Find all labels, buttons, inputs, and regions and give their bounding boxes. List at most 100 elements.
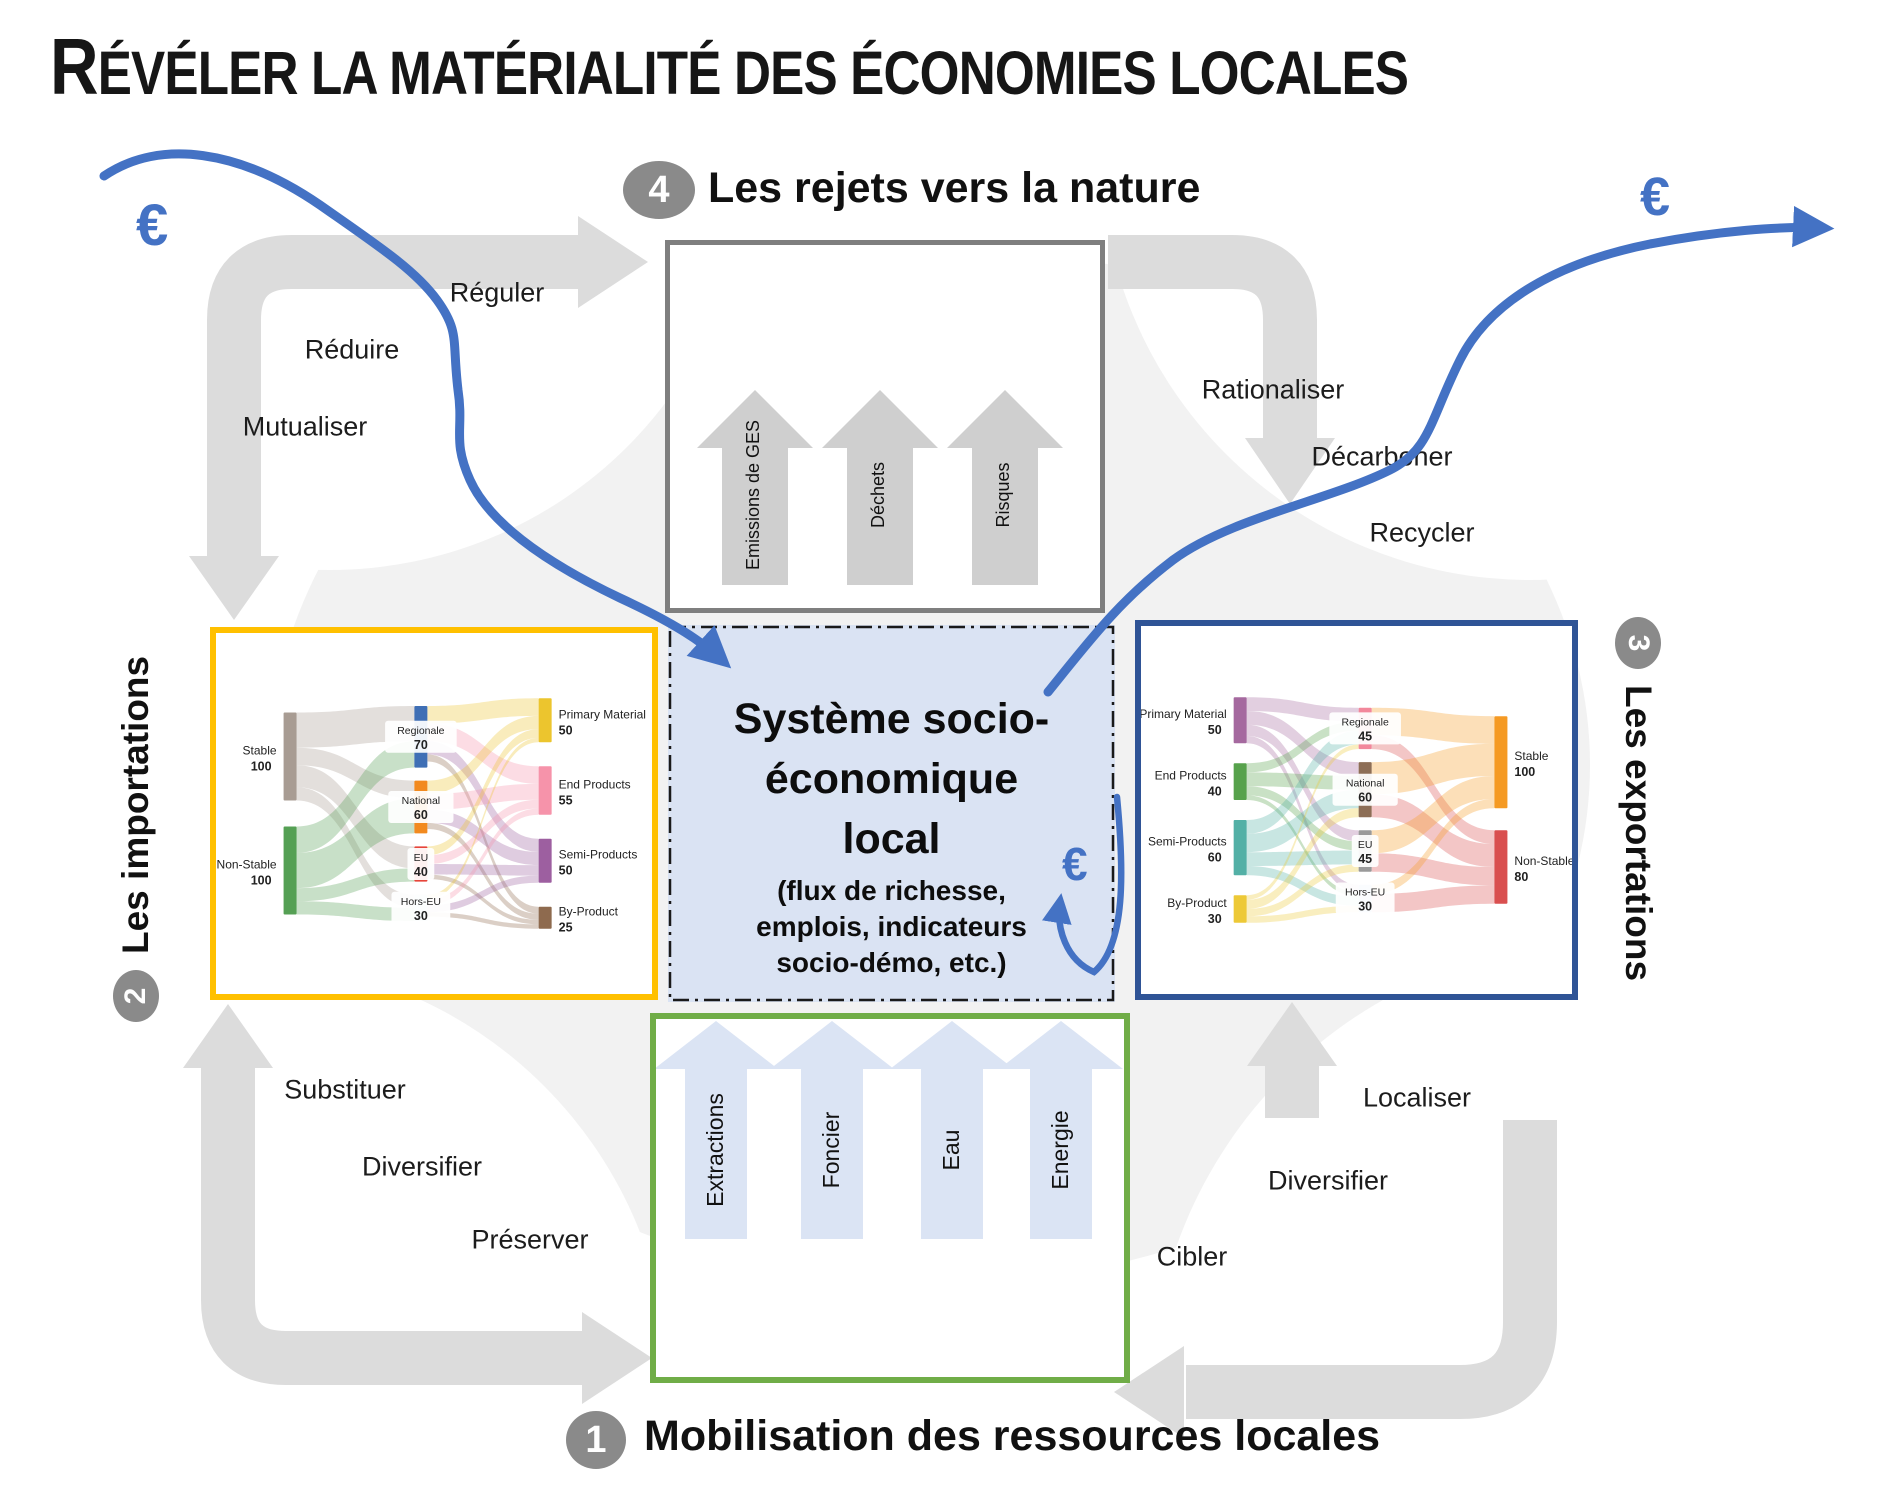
badge-4-number: 4 <box>648 168 670 211</box>
action-substituer: Substituer <box>284 1074 406 1105</box>
sankey-flow-pm-horseu <box>1246 735 1359 893</box>
sankey-node-exportations-nonstable <box>1494 830 1508 904</box>
svg-text:By-Product: By-Product <box>559 905 619 919</box>
svg-text:Primary Material: Primary Material <box>1141 707 1227 721</box>
sankey-flow-nonstable-regionale <box>296 741 415 853</box>
centre-subtitle-line-1: (flux de richesse, <box>777 875 1006 906</box>
svg-text:50: 50 <box>559 723 573 737</box>
svg-text:50: 50 <box>559 864 573 878</box>
centre-title-line-3: local <box>842 815 941 863</box>
badge-3-number: 3 <box>1622 634 1655 652</box>
sankey-flow-pm-national <box>1246 711 1359 776</box>
sankey-flow-eu-bp <box>427 874 539 925</box>
sankey-flow-stable-eu <box>296 765 415 869</box>
svg-text:25: 25 <box>559 921 573 935</box>
svg-text:National: National <box>402 795 441 807</box>
centre-title: Système socio- économique local <box>668 689 1115 869</box>
band-arrowhead-into-exports-bottom <box>1247 1002 1337 1066</box>
svg-text:Regionale: Regionale <box>397 725 444 737</box>
svg-text:By-Product: By-Product <box>1167 896 1227 910</box>
sankey-node-exportations-ep <box>1233 763 1247 800</box>
sankey-node-importations-sp <box>538 838 552 883</box>
action-mutualiser: Mutualiser <box>242 411 368 442</box>
svg-text:Non-Stable: Non-Stable <box>1514 854 1572 868</box>
sankey-flow-bp-regionale <box>1246 744 1359 900</box>
sankey-node-importations-bp <box>538 906 552 929</box>
svg-text:70: 70 <box>414 738 428 752</box>
centre-subtitle: (flux de richesse, emplois, indicateurs … <box>668 873 1115 981</box>
ressources-box: Extractions Foncier Eau Energie <box>650 1013 1130 1383</box>
mobilisation-header: Mobilisation des ressources locales <box>644 1412 1381 1460</box>
svg-text:40: 40 <box>414 865 428 879</box>
page-title: RÉVÉLER LA MATÉRIALITÉ DES ÉCONOMIES LOC… <box>50 24 1409 116</box>
svg-text:Primary Material: Primary Material <box>559 707 646 721</box>
importations-side-label: 2 Les importations <box>106 552 166 1022</box>
svg-text:80: 80 <box>1514 870 1528 884</box>
sankey-flow-sp-regionale <box>1246 730 1359 834</box>
resource-arrow-label-foncier: Foncier <box>818 1111 844 1189</box>
svg-text:60: 60 <box>414 808 428 822</box>
exportations-side-label: 3 Les exportations <box>1607 617 1669 1097</box>
sankey-flow-sp-horseu <box>1246 866 1359 906</box>
svg-text:40: 40 <box>1208 785 1222 799</box>
band-arrowhead-into-imports-top <box>189 556 279 620</box>
centre-title-line-2: économique <box>764 755 1019 803</box>
svg-text:30: 30 <box>1208 912 1222 926</box>
rejets-arrows-graphic <box>697 390 1063 585</box>
sankey-flow-regionale-stable <box>1371 707 1495 744</box>
svg-text:100: 100 <box>251 760 272 774</box>
svg-text:Stable: Stable <box>1514 749 1548 763</box>
centre-subtitle-line-2: emplois, indicateurs <box>756 911 1027 942</box>
action-rationaliser: Rationaliser <box>1201 374 1345 405</box>
systeme-socio-economique-box: Système socio- économique local (flux de… <box>668 625 1115 1002</box>
sankey-flow-eu-pm <box>427 729 539 856</box>
svg-text:EU: EU <box>1358 839 1373 851</box>
svg-text:60: 60 <box>1358 791 1372 805</box>
svg-text:100: 100 <box>251 874 272 888</box>
centre-title-line-1: Système socio- <box>733 695 1050 743</box>
sankey-node-importations-nonstable <box>283 826 297 915</box>
sankey-flow-national-ep <box>427 783 539 810</box>
svg-text:National: National <box>1346 778 1385 790</box>
svg-text:100: 100 <box>1514 765 1535 779</box>
flow-band-bottom-left <box>201 1052 584 1385</box>
importations-label: Les importations <box>115 655 156 954</box>
badge-1-number: 1 <box>585 1418 607 1461</box>
sankey-flow-eu-ep <box>427 799 539 864</box>
svg-text:Non-Stable: Non-Stable <box>217 858 277 872</box>
sankey-node-importations-stable <box>283 712 297 801</box>
euro-icon-left: € <box>136 193 169 258</box>
svg-text:50: 50 <box>1208 723 1222 737</box>
svg-text:End Products: End Products <box>1155 769 1227 783</box>
ressources-arrows-graphic <box>656 1021 1123 1239</box>
action-decarboner: Décarboner <box>1311 441 1453 472</box>
sankey-flow-bp-national <box>1246 808 1359 909</box>
sankey-node-exportations-pm <box>1233 697 1247 744</box>
action-recycler: Recycler <box>1369 517 1475 548</box>
svg-text:Regionale: Regionale <box>1342 716 1389 728</box>
band-arrowhead-into-ressources-left <box>582 1312 652 1404</box>
badge-2: 2 <box>113 970 159 1022</box>
action-localiser: Localiser <box>1362 1082 1472 1113</box>
sankey-flow-eu-nonstable <box>1371 853 1495 886</box>
svg-text:30: 30 <box>1358 900 1372 914</box>
badge-2-number: 2 <box>119 987 152 1005</box>
sankey-flow-stable-national <box>296 747 415 799</box>
resource-arrow-label-energie: Energie <box>1047 1110 1073 1190</box>
resource-arrow-label-eau: Eau <box>938 1129 964 1171</box>
sankey-node-exportations-bp <box>1233 895 1247 923</box>
sankey-flow-nonstable-eu <box>296 868 415 902</box>
sankey-flow-eu-sp <box>427 864 539 876</box>
action-reduire: Réduire <box>304 334 400 365</box>
sankey-flow-regionale-sp <box>427 741 539 852</box>
sankey-flow-national-bp <box>427 822 539 920</box>
sankey-flow-national-sp <box>427 809 539 866</box>
sankey-flow-pm-eu <box>1246 724 1359 842</box>
sankey-flow-national-pm <box>427 715 539 794</box>
sankey-flow-horseu-bp <box>427 912 539 929</box>
svg-text:End Products: End Products <box>559 778 631 792</box>
